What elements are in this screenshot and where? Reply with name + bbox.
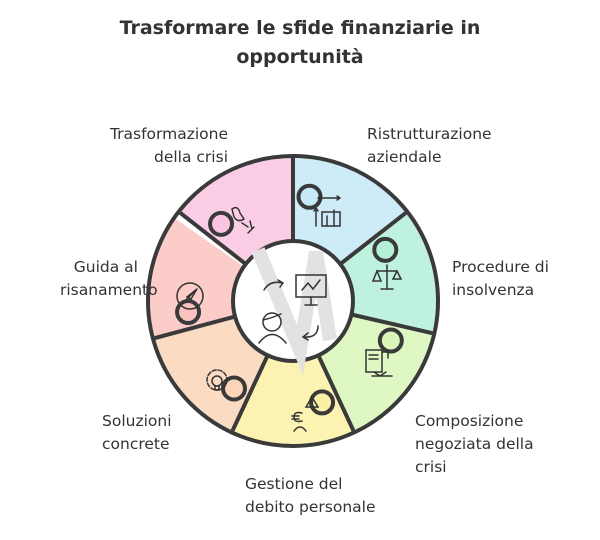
puzzle-piece-6 (154, 316, 268, 431)
label-gestione-debito: Gestione del debito personale (245, 473, 375, 519)
puzzle-knob (208, 210, 235, 237)
puzzle-piece-1 (180, 158, 293, 265)
scales-icon (371, 264, 403, 290)
label-ristrutturazione: Ristrutturazione aziendale (367, 123, 492, 169)
center-hatching (251, 247, 337, 376)
title-line-2: opportunità (236, 46, 364, 68)
label-line: insolvenza (452, 281, 535, 299)
piece-divider (316, 354, 356, 432)
puzzle-piece-7 (150, 218, 244, 339)
building-growth-icon (313, 195, 341, 227)
label-guida-risanamento: Guida al risanamento (60, 256, 158, 302)
label-line: debito personale (245, 498, 376, 516)
piece-divider (339, 211, 407, 266)
puzzle-piece-3 (340, 212, 436, 334)
title-line-1: Trasformare le sfide finanziarie in (119, 17, 481, 39)
label-soluzioni-concrete: Soluzioni concrete (102, 410, 172, 456)
label-trasformazione-crisi: Trasformazione della crisi (102, 123, 228, 169)
lightbulb-gear-icon (206, 369, 228, 391)
diagram-title: Trasformare le sfide finanziarie in oppo… (0, 14, 600, 72)
label-line: Guida al (73, 258, 138, 276)
consultant-presentation-icon (258, 274, 327, 344)
puzzle-knob (372, 236, 399, 263)
label-line: negoziata della (415, 435, 534, 453)
puzzle-piece-2 (293, 158, 406, 265)
piece-divider (351, 312, 433, 336)
label-line: Trasformazione (109, 125, 228, 143)
label-line: della crisi (154, 148, 228, 166)
label-line: aziendale (367, 148, 442, 166)
puzzle-piece-5 (232, 355, 354, 444)
label-line: risanamento (60, 281, 158, 299)
piece-divider (230, 354, 270, 432)
piece-divider (179, 211, 247, 266)
piece-divider (154, 314, 236, 340)
label-line: Soluzioni (102, 412, 172, 430)
bird-icon (231, 206, 255, 234)
label-line: Gestione del (245, 475, 343, 493)
puzzle-knob (309, 389, 336, 416)
compass-icon (176, 282, 204, 310)
label-line: crisi (415, 458, 447, 476)
label-line: Ristrutturazione (367, 125, 492, 143)
outer-ring (146, 154, 440, 448)
euro-warning-person-icon (291, 395, 320, 432)
label-line: Composizione (415, 412, 524, 430)
label-line: Procedure di (452, 258, 549, 276)
label-composizione-negoziata: Composizione negoziata della crisi (415, 410, 534, 479)
puzzle-knob (296, 183, 323, 210)
label-line: concrete (102, 435, 170, 453)
label-procedure-insolvenza: Procedure di insolvenza (452, 256, 549, 302)
contract-handshake-icon (365, 349, 393, 377)
puzzle-knob (377, 327, 404, 354)
